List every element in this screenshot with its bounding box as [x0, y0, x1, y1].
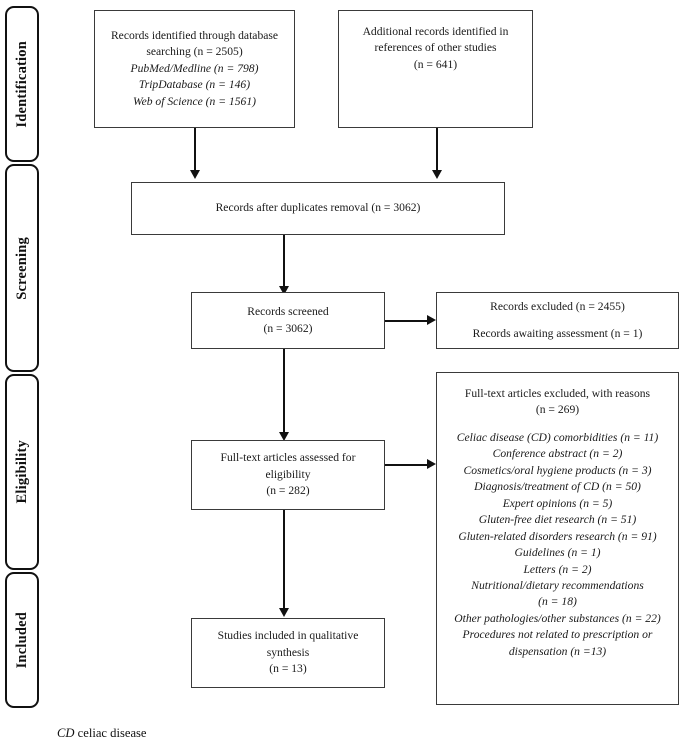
box-line: Procedures not related to prescription o…	[462, 628, 653, 642]
arrowhead-refs-to-duplicates	[431, 170, 442, 179]
box-records-identified-database: Records identified through database sear…	[94, 10, 295, 128]
stage-bracket-included: Included	[5, 572, 39, 708]
box-line: (n = 13)	[269, 662, 307, 676]
box-line: Conference abstract (n = 2)	[492, 447, 623, 461]
box-line: (n = 3062)	[263, 321, 313, 335]
box-line: Nutritional/dietary recommendations	[471, 578, 644, 592]
arrowhead-screened-to-fulltext	[278, 432, 289, 441]
box-line: Studies included in qualitative	[217, 629, 359, 643]
box-line: Records awaiting assessment (n = 1)	[472, 327, 643, 340]
box-line: Other pathologies/other substances (n = …	[454, 611, 661, 625]
box-records-excluded: Records excluded (n = 2455) Records awai…	[436, 292, 679, 349]
box-line: TripDatabase (n = 146)	[138, 78, 251, 92]
box-line: Records identified through database	[110, 28, 279, 42]
box-line: (n = 282)	[266, 484, 310, 498]
stage-label-identification: Identification	[13, 40, 30, 128]
box-line: Full-text articles excluded, with reason…	[464, 387, 651, 400]
stage-bracket-screening: Screening	[5, 164, 39, 372]
box-fulltext-excluded-with-reasons: Full-text articles excluded, with reason…	[436, 372, 679, 705]
arrowhead-screened-to-excluded	[427, 315, 436, 325]
box-line: dispensation (n =13)	[508, 644, 607, 658]
box-line: Gluten-free diet research (n = 51)	[478, 513, 637, 527]
stage-bracket-eligibility: Eligibility	[5, 374, 39, 570]
box-line: Diagnosis/treatment of CD (n = 50)	[474, 480, 641, 494]
box-records-after-duplicates: Records after duplicates removal (n = 30…	[131, 182, 505, 235]
box-line: (n = 269)	[535, 403, 580, 417]
box-line: Records excluded (n = 2455)	[490, 299, 625, 313]
stage-label-included: Included	[13, 611, 30, 669]
connector-refs-to-duplicates	[436, 128, 438, 172]
box-line: Guidelines (n = 1)	[514, 546, 601, 560]
box-line: Records after duplicates removal (n = 30…	[215, 201, 421, 215]
figure-footnote: CD celiac disease	[57, 726, 147, 741]
connector-duplicates-to-screened	[283, 235, 285, 288]
arrowhead-fulltext-to-excluded-reasons	[427, 459, 436, 469]
box-records-screened: Records screened (n = 3062)	[191, 292, 385, 349]
box-line: Full-text articles assessed for	[220, 451, 356, 465]
box-line: Web of Science (n = 1561)	[133, 94, 256, 108]
box-additional-records-references: Additional records identified in referen…	[338, 10, 533, 128]
connector-db-to-duplicates	[194, 128, 196, 172]
box-fulltext-assessed: Full-text articles assessed for eligibil…	[191, 440, 385, 510]
box-line: Cosmetics/oral hygiene products (n = 3)	[463, 463, 652, 477]
arrowhead-duplicates-to-screened	[278, 286, 289, 295]
footnote-definition: celiac disease	[74, 726, 147, 740]
connector-screened-to-fulltext	[283, 349, 285, 434]
box-line: Letters (n = 2)	[523, 562, 592, 576]
connector-fulltext-to-excluded-reasons	[385, 464, 429, 466]
box-line: synthesis	[266, 645, 310, 659]
box-line: (n = 18)	[538, 595, 577, 609]
footnote-abbreviation: CD	[57, 726, 75, 740]
box-line: Gluten-related disorders research (n = 9…	[458, 529, 657, 543]
arrowhead-fulltext-to-included	[278, 608, 289, 617]
connector-fulltext-to-included	[283, 510, 285, 610]
box-studies-included: Studies included in qualitative synthesi…	[191, 618, 385, 688]
box-line: references of other studies	[374, 41, 497, 55]
stage-label-eligibility: Eligibility	[13, 440, 30, 504]
box-line: (n = 641)	[413, 57, 458, 71]
box-line: Additional records identified in	[362, 25, 509, 38]
box-line: eligibility	[265, 467, 311, 481]
stage-label-screening: Screening	[13, 236, 30, 300]
arrowhead-db-to-duplicates	[189, 170, 200, 179]
box-line: Celiac disease (CD) comorbidities (n = 1…	[456, 430, 659, 444]
box-line: Expert opinions (n = 5)	[502, 496, 613, 510]
stage-bracket-identification: Identification	[5, 6, 39, 162]
box-line: Records screened	[247, 305, 329, 319]
connector-screened-to-excluded	[385, 320, 429, 322]
box-line: PubMed/Medline (n = 798)	[130, 61, 259, 75]
box-line: searching (n = 2505)	[146, 45, 243, 59]
